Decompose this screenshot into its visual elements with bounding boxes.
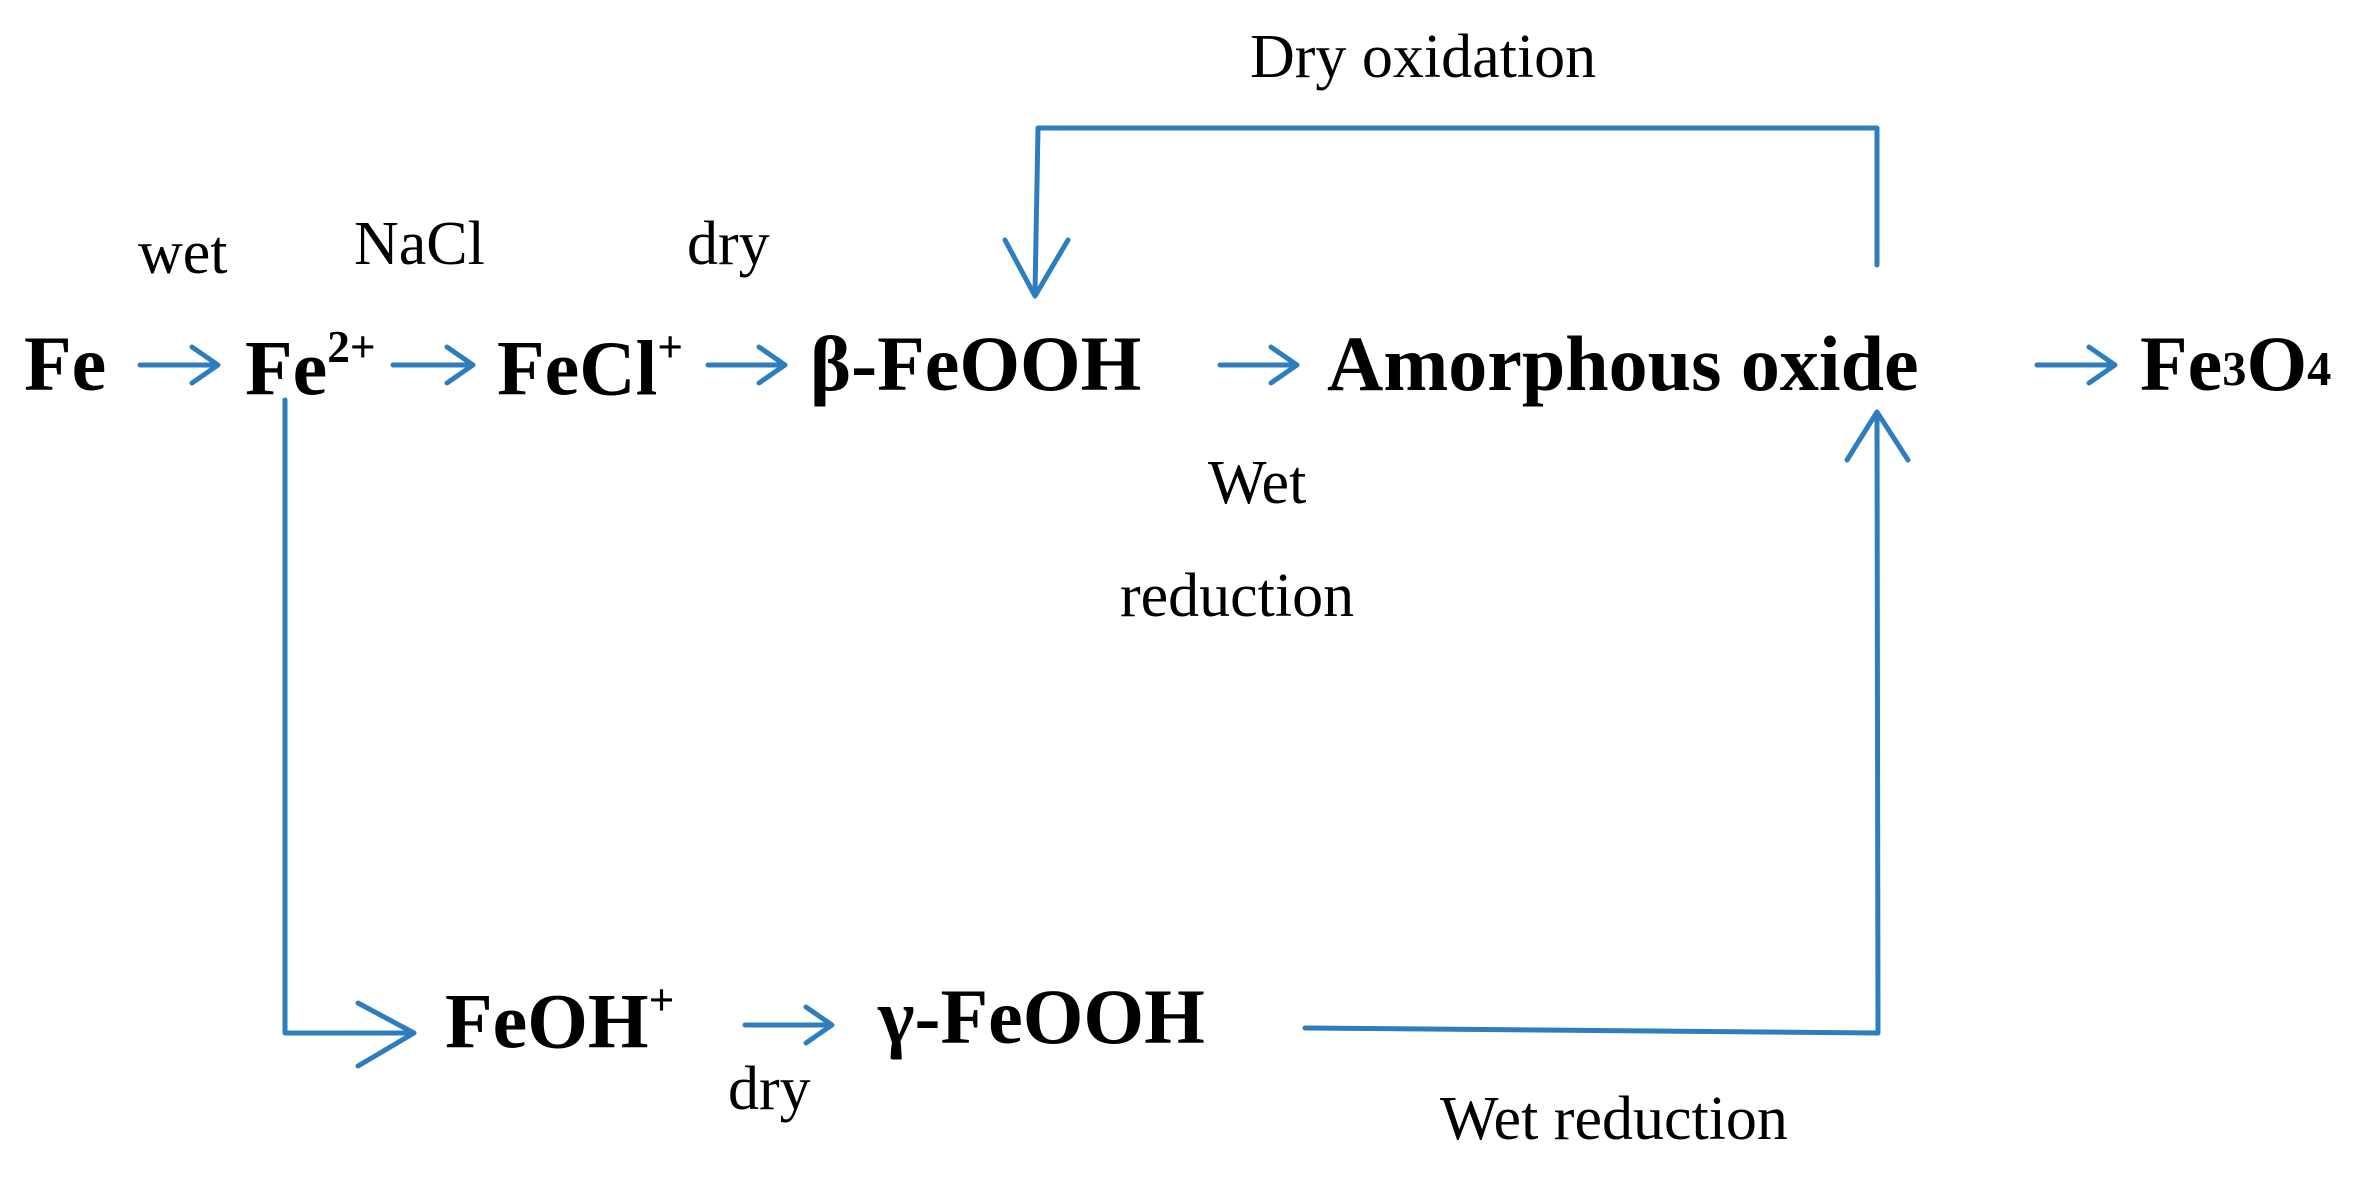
label-nacl: NaCl [354, 210, 485, 278]
node-fe2-charge: 2+ [327, 322, 376, 372]
node-fe2-base: Fe [245, 324, 328, 412]
arrow-wet-reduction-loop [1302, 409, 1911, 1036]
arrow-fe-to-fe2 [137, 344, 221, 386]
node-fe: Fe [24, 325, 106, 403]
arrow-beta-to-amorphous [1217, 344, 1300, 386]
node-beta-feooh: β-FeOOH [810, 325, 1141, 403]
node-fe-text: Fe [24, 320, 107, 407]
node-fe3o4-sub3: 3 [2222, 343, 2247, 397]
label-dry-top: dry [687, 210, 770, 278]
node-beta-feooh-text: β-FeOOH [810, 320, 1142, 407]
node-fecl-charge: + [657, 322, 684, 372]
node-feoh-charge: + [648, 975, 675, 1025]
arrow-fecl-to-beta [705, 344, 788, 386]
node-gamma-feooh-text: γ-FeOOH [878, 973, 1205, 1060]
arrow-feoh-to-gamma [742, 1004, 835, 1046]
node-fe3o4-sub4: 4 [2307, 343, 2332, 397]
node-fe3o4: Fe3O4 [2140, 325, 2331, 403]
arrow-amorphous-to-fe3o4 [2034, 344, 2118, 386]
node-fe3o4-fe: Fe [2140, 320, 2223, 407]
label-wet-reduction-line2: reduction [1120, 562, 1355, 630]
node-fecl: FeCl+ [497, 322, 684, 408]
arrow-fe2-to-feoh [282, 397, 417, 1069]
node-amorphous-oxide-text: Amorphous oxide [1327, 320, 1919, 407]
node-fe3o4-o: O [2246, 320, 2308, 407]
node-feoh-base: FeOH [445, 977, 649, 1065]
label-dry-bottom: dry [728, 1055, 811, 1123]
arrow-dry-oxidation-loop [1002, 125, 1880, 299]
node-fecl-base: FeCl [497, 324, 658, 412]
arrow-fe2-to-fecl [390, 344, 476, 386]
label-dry-oxidation: Dry oxidation [1250, 23, 1597, 91]
node-amorphous-oxide: Amorphous oxide [1327, 325, 1919, 403]
label-wet-reduction-line1: Wet [1208, 449, 1307, 517]
node-feoh: FeOH+ [445, 975, 675, 1061]
node-fe2: Fe2+ [245, 322, 376, 408]
label-wet-reduction-bottom: Wet reduction [1440, 1085, 1788, 1153]
label-wet: wet [138, 219, 228, 287]
node-gamma-feooh: γ-FeOOH [878, 978, 1205, 1056]
